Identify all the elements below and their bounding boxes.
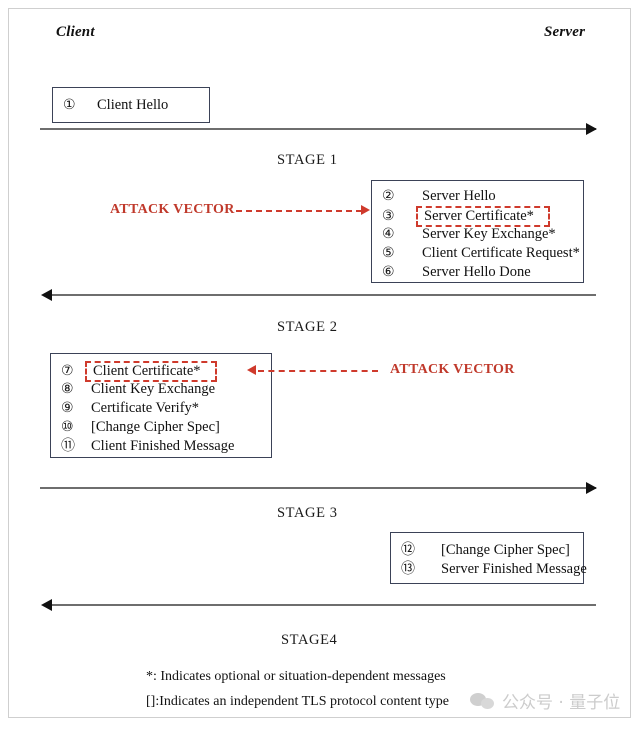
message-number: ③ bbox=[382, 208, 395, 224]
message-label-highlighted: Client Certificate* bbox=[85, 361, 217, 382]
stage-label-1: STAGE 1 bbox=[277, 152, 338, 168]
message-number: ⑨ bbox=[61, 400, 74, 416]
message-number: ⑪ bbox=[61, 438, 75, 454]
legend-line-optional: *: Indicates optional or situation-depen… bbox=[146, 669, 446, 684]
attack-vector-label-2: ATTACK VECTOR bbox=[390, 362, 515, 377]
flow-line-4 bbox=[52, 604, 596, 606]
message-label-highlighted: Server Certificate* bbox=[416, 206, 550, 227]
attack-vector-arrow-1 bbox=[361, 205, 370, 215]
watermark-text: 公众号 · 量子位 bbox=[502, 693, 621, 713]
message-label: Client Certificate Request* bbox=[422, 245, 580, 261]
message-row: ⑪ Client Finished Message bbox=[61, 437, 261, 456]
message-row: ⑨ Certificate Verify* bbox=[61, 399, 261, 418]
message-number: ⑦ bbox=[61, 363, 74, 379]
flow-arrow-left-4 bbox=[41, 599, 52, 611]
message-row: ⑧ Client Key Exchange bbox=[61, 380, 261, 399]
message-box-server-stage1: ② Server Hello ③ Server Certificate* ④ S… bbox=[371, 180, 584, 283]
role-label-client: Client bbox=[56, 24, 95, 40]
attack-vector-line-2 bbox=[258, 370, 378, 372]
role-label-server: Server bbox=[544, 24, 586, 40]
attack-vector-line-1 bbox=[236, 210, 362, 212]
message-label: Client Finished Message bbox=[91, 438, 235, 454]
message-number: ⑬ bbox=[401, 561, 415, 577]
message-number: ① bbox=[63, 97, 76, 113]
message-row: ① Client Hello bbox=[63, 96, 199, 115]
message-label: Server Hello Done bbox=[422, 264, 531, 280]
legend-line-bracket: []:Indicates an independent TLS protocol… bbox=[146, 694, 449, 709]
message-label: Server Hello bbox=[422, 188, 496, 204]
flow-arrow-left-2 bbox=[41, 289, 52, 301]
stage-label-3: STAGE 3 bbox=[277, 505, 338, 521]
flow-line-1 bbox=[40, 128, 596, 130]
message-label: [Change Cipher Spec] bbox=[91, 419, 220, 435]
message-label: Certificate Verify* bbox=[91, 400, 200, 416]
message-number: ⑫ bbox=[401, 542, 415, 558]
message-label: Server Key Exchange* bbox=[422, 226, 556, 242]
watermark: 公众号 · 量子位 bbox=[470, 688, 620, 713]
message-row: ⑤ Client Certificate Request* bbox=[382, 244, 580, 263]
message-number: ⑥ bbox=[382, 264, 395, 280]
stage-label-2: STAGE 2 bbox=[277, 319, 338, 335]
message-row: ⑥ Server Hello Done bbox=[382, 263, 573, 282]
message-row: ⑬ Server Finished Message bbox=[401, 560, 587, 579]
attack-vector-arrow-2 bbox=[247, 365, 256, 375]
message-number: ⑤ bbox=[382, 245, 395, 261]
message-number: ④ bbox=[382, 226, 395, 242]
message-label: [Change Cipher Spec] bbox=[441, 542, 570, 558]
message-label: Server Finished Message bbox=[441, 561, 587, 577]
flow-line-3 bbox=[40, 487, 596, 489]
message-label: Client Hello bbox=[97, 97, 169, 113]
wechat-icon bbox=[470, 692, 496, 710]
attack-vector-label-1: ATTACK VECTOR bbox=[110, 202, 235, 217]
message-row: ⑦ Client Certificate* bbox=[61, 361, 261, 382]
message-label: Client Key Exchange bbox=[91, 381, 216, 397]
message-row: ⑩ [Change Cipher Spec] bbox=[61, 418, 261, 437]
message-row: ③ Server Certificate* bbox=[382, 206, 573, 227]
message-row: ④ Server Key Exchange* bbox=[382, 225, 573, 244]
message-number: ② bbox=[382, 188, 395, 204]
stage-label-4: STAGE4 bbox=[281, 632, 338, 648]
message-box-client-stage2: ⑦ Client Certificate* ⑧ Client Key Excha… bbox=[50, 353, 272, 458]
flow-line-2 bbox=[52, 294, 596, 296]
message-box-server-stage3: ⑫ [Change Cipher Spec] ⑬ Server Finished… bbox=[390, 532, 587, 584]
flow-arrow-right-1 bbox=[586, 123, 597, 135]
message-row: ⑫ [Change Cipher Spec] bbox=[401, 541, 573, 560]
message-number: ⑧ bbox=[61, 381, 74, 397]
message-box-client-hello: ① Client Hello bbox=[52, 87, 210, 123]
message-row: ② Server Hello bbox=[382, 187, 573, 206]
flow-arrow-right-3 bbox=[586, 482, 597, 494]
message-number: ⑩ bbox=[61, 419, 74, 435]
